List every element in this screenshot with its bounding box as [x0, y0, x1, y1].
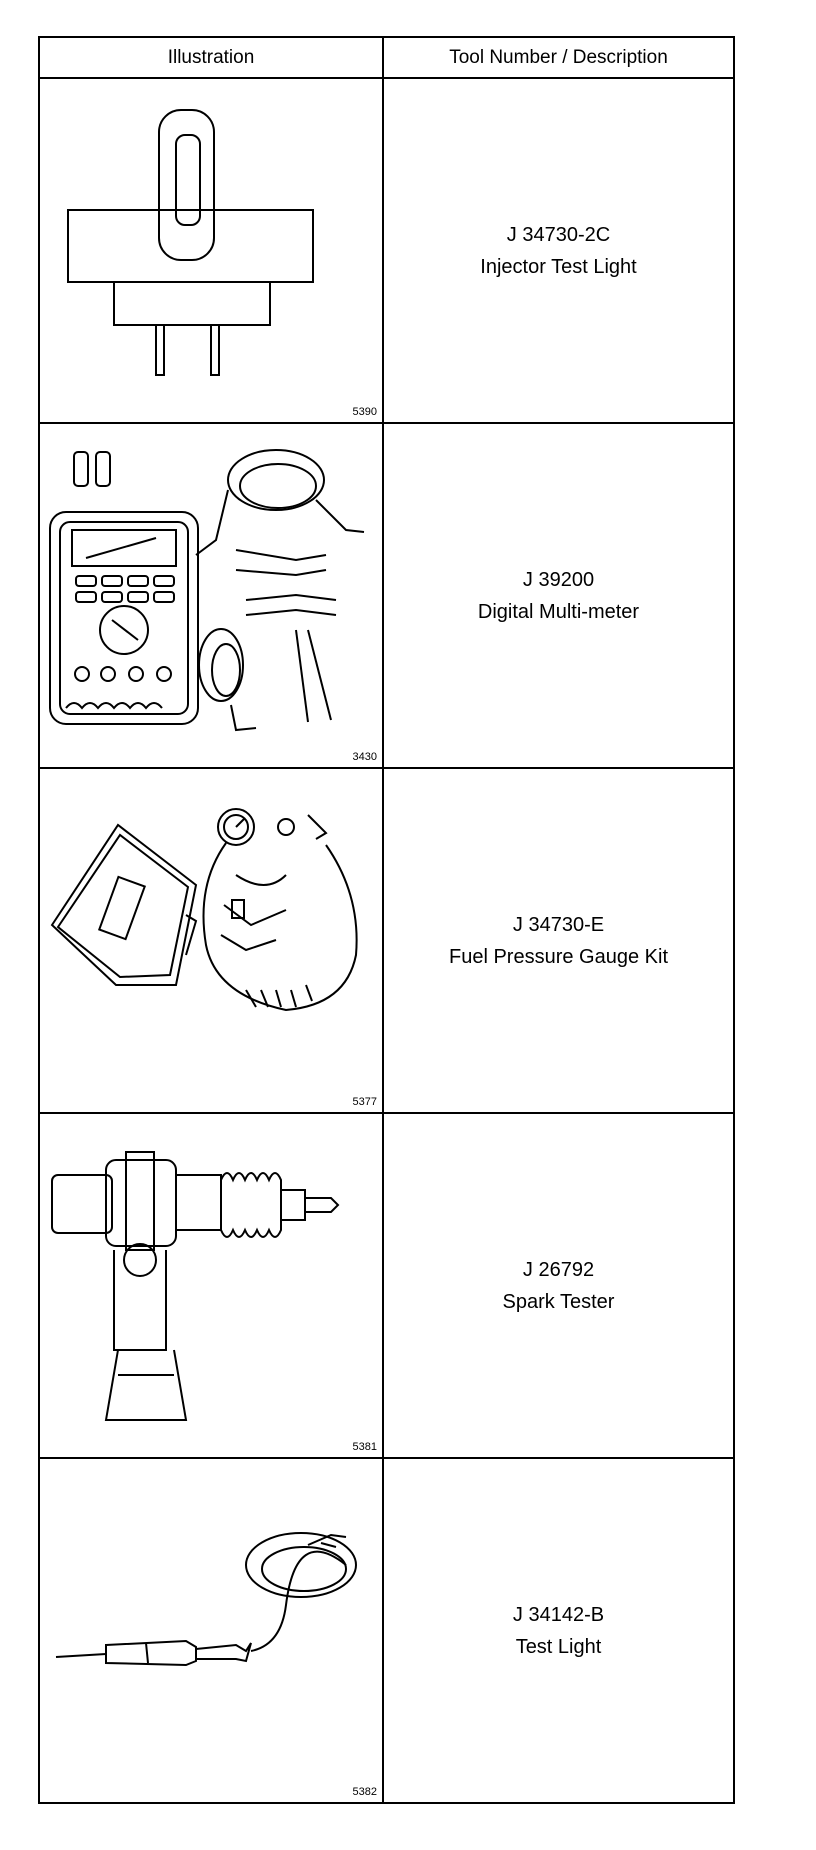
- tool-description: Test Light: [515, 1635, 602, 1658]
- figure-number: 3430: [352, 751, 377, 763]
- illustration-cell: 5381: [38, 1112, 384, 1459]
- injector-test-light-icon: [67, 109, 314, 376]
- description-cell: J 34142-B Test Light: [382, 1457, 735, 1804]
- tool-description: Injector Test Light: [480, 255, 637, 278]
- figure-number: 5377: [352, 1096, 377, 1108]
- illustration-cell: 5382: [38, 1457, 384, 1804]
- illustration-cell: 3430: [38, 422, 384, 769]
- table-row: 5382 J 34142-B Test Light: [38, 1457, 735, 1804]
- illustration-cell: 5390: [38, 77, 384, 424]
- table-row: 5390 J 34730-2C Injector Test Light: [38, 77, 735, 424]
- tool-number: J 26792: [522, 1258, 595, 1281]
- digital-multimeter-icon: [49, 449, 365, 732]
- tool-description: Spark Tester: [502, 1290, 615, 1313]
- tool-number: J 34730-E: [512, 913, 605, 936]
- figure-number: 5390: [352, 406, 377, 418]
- test-light-icon: [55, 1532, 357, 1667]
- tool-description: Digital Multi-meter: [477, 600, 640, 623]
- fuel-pressure-gauge-kit-icon: [50, 808, 358, 1012]
- tool-number: J 34142-B: [512, 1603, 605, 1626]
- description-cell: J 34730-E Fuel Pressure Gauge Kit: [382, 767, 735, 1114]
- tool-number: J 39200: [522, 568, 595, 591]
- table-row: 5381 J 26792 Spark Tester: [38, 1112, 735, 1459]
- description-cell: J 34730-2C Injector Test Light: [382, 77, 735, 424]
- header-tool-description: Tool Number / Description: [382, 36, 735, 79]
- illustration-cell: 5377: [38, 767, 384, 1114]
- table-row: 5377 J 34730-E Fuel Pressure Gauge Kit: [38, 767, 735, 1114]
- tool-number: J 34730-2C: [506, 223, 611, 246]
- description-cell: J 26792 Spark Tester: [382, 1112, 735, 1459]
- figure-number: 5381: [352, 1441, 377, 1453]
- tool-description: Fuel Pressure Gauge Kit: [449, 945, 668, 968]
- table-row: 3430 J 39200 Digital Multi-meter: [38, 422, 735, 769]
- description-cell: J 39200 Digital Multi-meter: [382, 422, 735, 769]
- tool-table: Illustration Tool Number / Description 5…: [38, 36, 735, 1804]
- spark-tester-icon: [51, 1151, 340, 1421]
- table-header-row: Illustration Tool Number / Description: [38, 36, 735, 79]
- figure-number: 5382: [352, 1786, 377, 1798]
- header-illustration: Illustration: [38, 36, 384, 79]
